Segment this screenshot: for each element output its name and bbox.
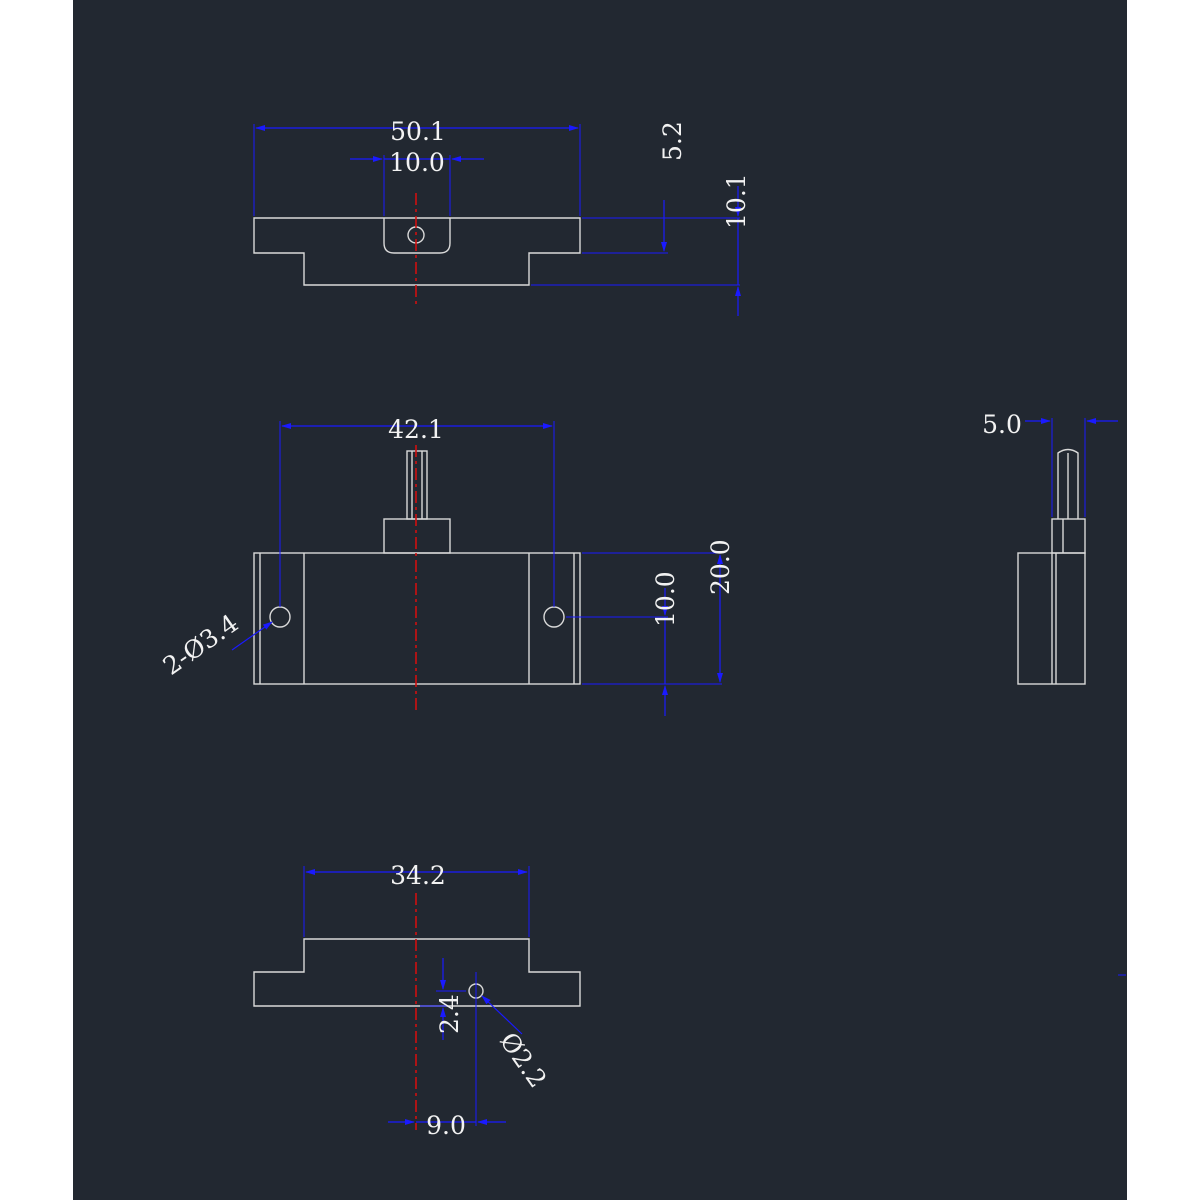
dim-front-height: 20.0 [706, 539, 735, 595]
bottom-view: 34.2 2.4 Ø2.2 9.0 [253, 861, 581, 1140]
front-view-pin [406, 450, 428, 520]
cad-drawing-canvas [73, 0, 1127, 1200]
dim-front-hole-height: 10.0 [651, 571, 680, 627]
dim-top-height: 10.1 [722, 173, 751, 229]
top-view-slot [383, 218, 451, 254]
dim-top-width: 50.1 [390, 117, 446, 146]
bottom-view-outline [253, 938, 581, 1007]
side-view-boss [1051, 518, 1086, 554]
top-view: 50.1 10.0 5.2 10.1 [253, 117, 751, 316]
dim-bottom-hole-offset-x: 9.0 [426, 1111, 466, 1140]
side-view: 5.0 [982, 410, 1126, 976]
dim-bottom-hole-dia: Ø2.2 [494, 1027, 552, 1093]
dim-front-hole-span: 42.1 [388, 415, 444, 444]
dim-bottom-width: 34.2 [390, 861, 446, 890]
dim-top-step: 5.2 [658, 121, 687, 161]
top-view-outline [253, 217, 581, 286]
front-view-hole-right [543, 606, 565, 628]
front-view-boss [383, 518, 451, 554]
front-view-hole-left [269, 606, 291, 628]
front-view-body [253, 552, 581, 685]
dim-bottom-hole-offset-y: 2.4 [435, 994, 464, 1034]
front-view: 42.1 2-Ø3.4 10.0 20.0 [158, 415, 735, 716]
dim-side-thickness: 5.0 [982, 410, 1022, 439]
dim-front-holes: 2-Ø3.4 [158, 608, 244, 680]
side-view-pin [1057, 448, 1079, 519]
dim-top-slot: 10.0 [389, 148, 445, 177]
